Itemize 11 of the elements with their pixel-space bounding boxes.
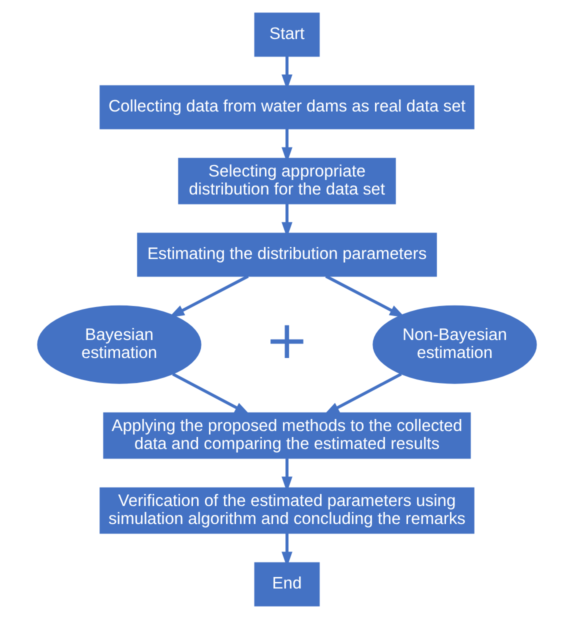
node-box: Start — [254, 12, 320, 57]
node-box: Collecting data from water dams as real data set — [99, 85, 474, 130]
arrow — [323, 372, 402, 415]
arrow — [172, 372, 250, 415]
arrow — [324, 274, 405, 318]
node-box: End — [254, 562, 320, 606]
node-box: Applying the proposed methods to the collected data and comparing the estimated results — [102, 412, 470, 459]
node-box: Verification of the estimated parameters using simulation algorithm and concluding the remarks — [99, 487, 474, 534]
node-box: Selecting appropriate distribution for the data set — [178, 158, 396, 204]
label: + — [264, 310, 308, 371]
node-box: Estimating the distribution parameters — [136, 232, 436, 277]
